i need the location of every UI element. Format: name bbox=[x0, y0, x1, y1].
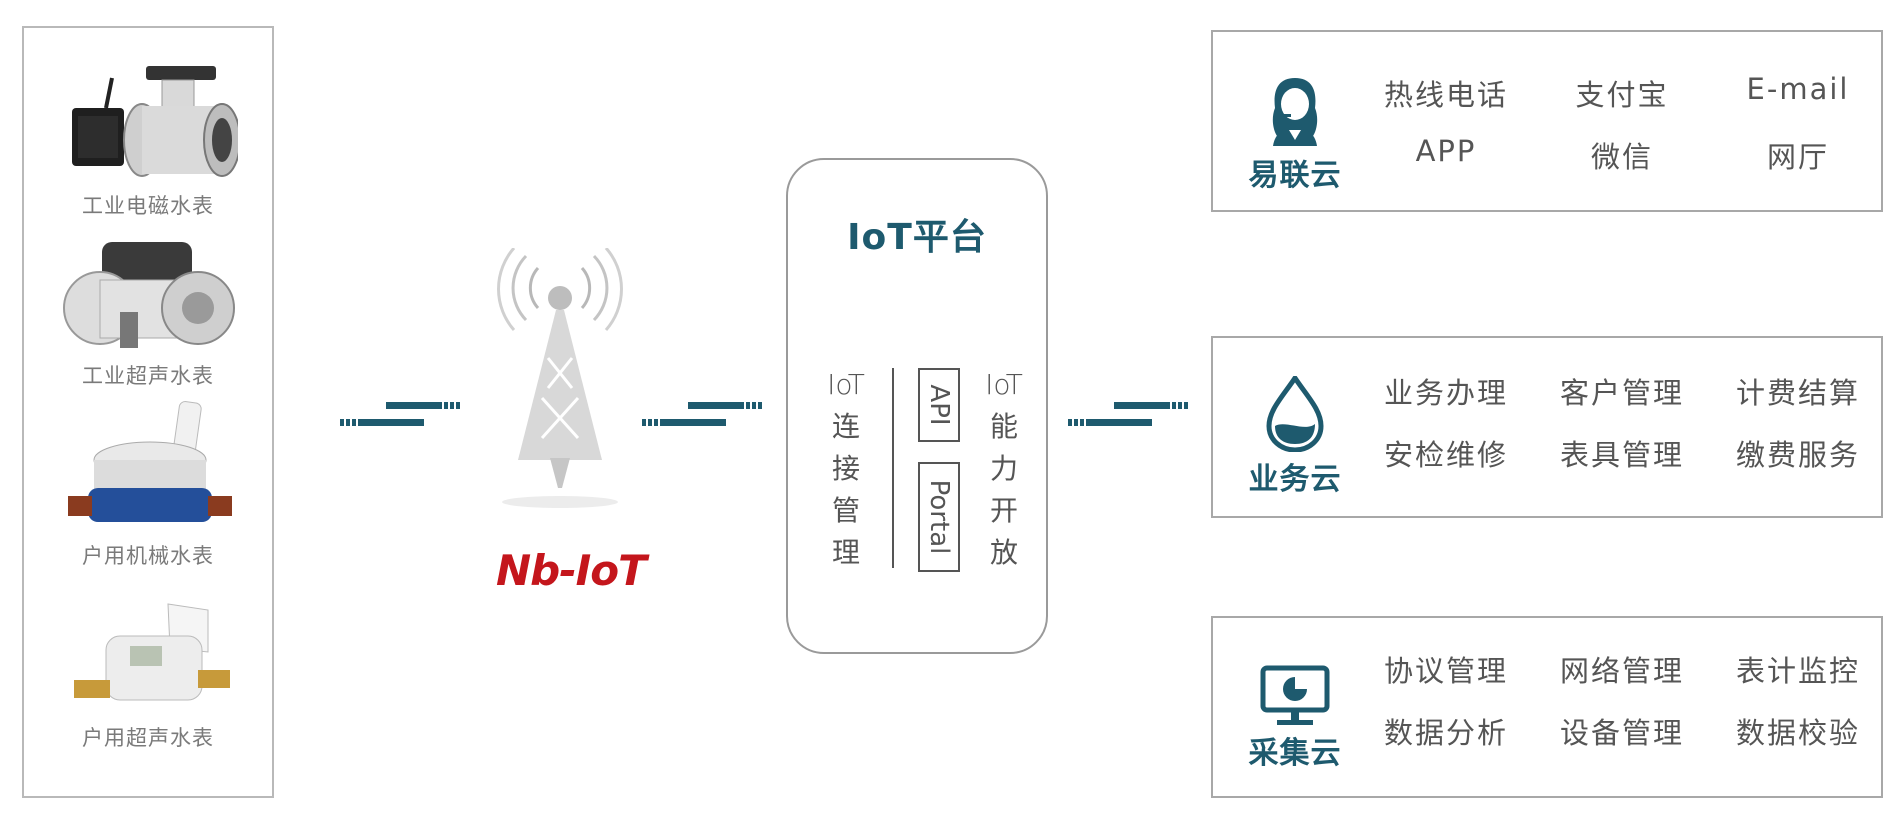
device-mechanical-meter: 户用机械水表 bbox=[24, 398, 272, 570]
cloud-item: 支付宝 bbox=[1575, 78, 1669, 112]
network-tower bbox=[490, 247, 630, 516]
cloud-icon-wrap bbox=[1249, 373, 1341, 456]
water-drop-icon bbox=[1266, 373, 1324, 453]
device-household-ultrasonic-meter: 户用超声水表 bbox=[24, 596, 272, 752]
household-ultrasonic-meter-icon bbox=[74, 603, 230, 701]
cloud-item: 数据校验 bbox=[1735, 716, 1860, 750]
device-label: 工业超声水表 bbox=[82, 364, 214, 388]
cloud-icon-wrap bbox=[1249, 74, 1341, 150]
platform-left-text: 连 bbox=[831, 410, 860, 443]
cloud-item: 缴费服务 bbox=[1735, 438, 1860, 472]
mechanical-meter-icon bbox=[68, 401, 232, 522]
connector-tower-to-platform bbox=[642, 402, 764, 430]
platform-capability-open: IoT 能 力 开 放 bbox=[974, 364, 1034, 574]
platform-left-text: 理 bbox=[831, 536, 860, 569]
device-label: 工业电磁水表 bbox=[82, 194, 214, 218]
platform-left-text: 接 bbox=[831, 452, 860, 485]
device-electromagnetic-meter: 工业电磁水表 bbox=[24, 58, 272, 220]
api-label: API bbox=[924, 384, 954, 426]
cloud-item: 数据分析 bbox=[1383, 716, 1508, 750]
electromagnetic-meter-icon bbox=[72, 66, 238, 177]
cloud-icon-wrap bbox=[1249, 664, 1341, 734]
cloud-name: 易联云 bbox=[1248, 158, 1342, 193]
platform-title: IoT平台 bbox=[847, 217, 987, 258]
connector-devices-to-tower bbox=[340, 402, 462, 430]
platform-left-text: 管 bbox=[831, 494, 860, 527]
portal-label: Portal bbox=[924, 479, 954, 555]
cloud-item: 表计监控 bbox=[1735, 654, 1860, 688]
customer-service-icon bbox=[1272, 78, 1318, 146]
cloud-yilian: 易联云 热线电话 支付宝 E-mail APP 微信 网厅 bbox=[1211, 30, 1883, 212]
cloud-item: 业务办理 bbox=[1383, 376, 1508, 410]
cloud-item: 协议管理 bbox=[1383, 654, 1508, 688]
cloud-name: 业务云 bbox=[1248, 462, 1342, 497]
platform-right-text: 开 bbox=[989, 494, 1018, 527]
cloud-item: E-mail bbox=[1746, 72, 1850, 106]
connector-platform-to-clouds bbox=[1068, 402, 1190, 430]
cloud-item: 网络管理 bbox=[1559, 654, 1684, 688]
device-label: 户用机械水表 bbox=[82, 544, 214, 568]
platform-divider bbox=[892, 368, 894, 568]
platform-connection-management: IoT 连 接 管 理 bbox=[816, 364, 876, 574]
cloud-item: 热线电话 bbox=[1383, 78, 1508, 112]
api-box: API bbox=[918, 368, 960, 442]
platform-right-text: 放 bbox=[989, 536, 1018, 569]
signal-tower-icon bbox=[497, 247, 623, 508]
cloud-name: 采集云 bbox=[1248, 736, 1342, 771]
platform-right-text: IoT bbox=[985, 368, 1023, 401]
device-ultrasonic-meter: 工业超声水表 bbox=[24, 234, 272, 390]
cloud-item: 网厅 bbox=[1766, 140, 1829, 174]
cloud-business: 业务云 业务办理 客户管理 计费结算 安检维修 表具管理 缴费服务 bbox=[1211, 336, 1883, 518]
iot-platform: IoT平台 IoT 连 接 管 理 API Portal IoT 能 力 开 放 bbox=[786, 158, 1048, 654]
cloud-item: 计费结算 bbox=[1735, 376, 1860, 410]
cloud-item: APP bbox=[1415, 134, 1477, 168]
device-panel: 工业电磁水表 工业超声水表 户用机械水表 bbox=[22, 26, 274, 798]
cloud-item: 微信 bbox=[1590, 140, 1653, 174]
cloud-item: 表具管理 bbox=[1559, 438, 1684, 472]
ultrasonic-meter-icon bbox=[63, 242, 235, 348]
device-label: 户用超声水表 bbox=[82, 726, 214, 750]
cloud-item: 安检维修 bbox=[1383, 438, 1508, 472]
platform-left-text: IoT bbox=[827, 368, 865, 401]
cloud-collection: 采集云 协议管理 网络管理 表计监控 数据分析 设备管理 数据校验 bbox=[1211, 616, 1883, 798]
monitor-chart-icon bbox=[1260, 665, 1330, 725]
cloud-item: 设备管理 bbox=[1559, 716, 1684, 750]
portal-box: Portal bbox=[918, 462, 960, 572]
cloud-item: 客户管理 bbox=[1559, 376, 1684, 410]
nb-iot-logo: Nb-IoT bbox=[496, 546, 647, 595]
platform-right-text: 力 bbox=[989, 452, 1018, 485]
platform-right-text: 能 bbox=[989, 410, 1018, 443]
